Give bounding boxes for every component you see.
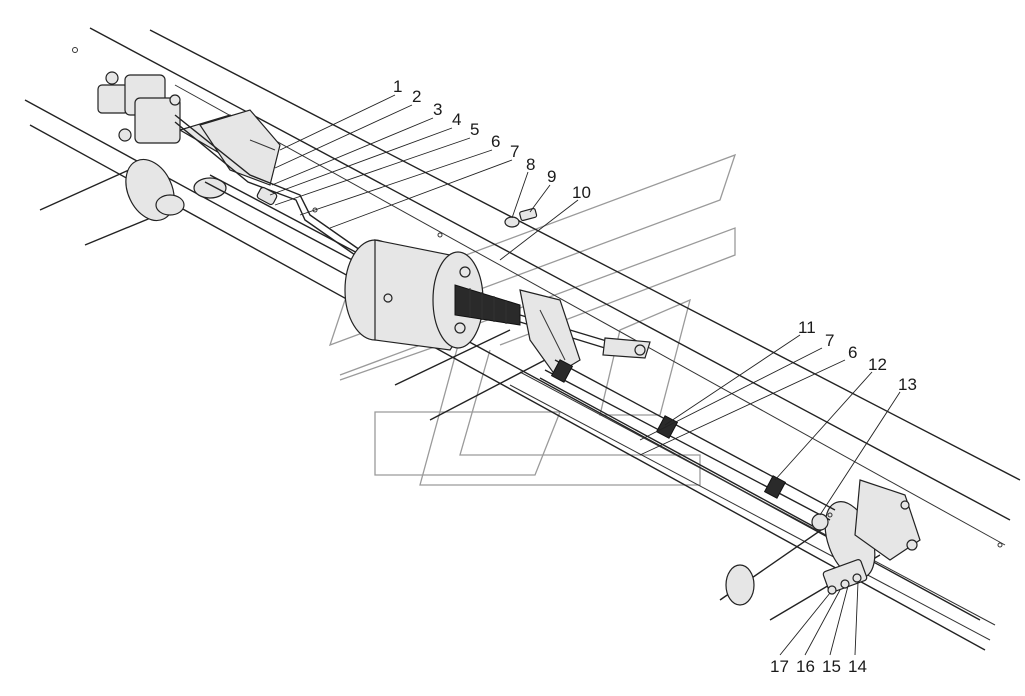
callout-13: 13 xyxy=(898,375,917,394)
brake-line xyxy=(174,114,381,273)
callout-11: 11 xyxy=(798,318,816,337)
callout-9: 9 xyxy=(547,167,556,186)
brake-valve-assembly xyxy=(97,71,181,144)
callout-16: 16 xyxy=(796,657,815,676)
callout-7: 7 xyxy=(510,142,519,161)
callout-4: 4 xyxy=(452,110,461,129)
callout-5: 5 xyxy=(470,120,479,139)
leader-lines xyxy=(269,94,901,656)
callout-labels: 1 2 3 4 5 6 7 8 9 10 11 7 6 12 13 17 16 … xyxy=(393,77,917,676)
callout-14: 14 xyxy=(848,657,867,676)
callout-10: 10 xyxy=(572,183,591,202)
rear-bracket xyxy=(854,479,921,561)
frame-rail-lower xyxy=(24,99,996,651)
callout-17: 17 xyxy=(770,657,789,676)
callout-15: 15 xyxy=(822,657,841,676)
boot-bellows xyxy=(454,284,521,326)
axle-clamp xyxy=(822,559,868,595)
brake-hose xyxy=(539,359,836,531)
callout-7b: 7 xyxy=(825,331,834,350)
callout-8: 8 xyxy=(526,155,535,174)
rail-holes xyxy=(72,47,1003,548)
middle-bracket xyxy=(519,289,581,376)
callout-1: 1 xyxy=(393,77,402,96)
callout-6b: 6 xyxy=(848,343,857,362)
brake-chamber xyxy=(344,239,484,351)
bolt-washer xyxy=(504,207,538,228)
callout-3: 3 xyxy=(433,100,442,119)
callout-12: 12 xyxy=(868,355,887,374)
callout-2: 2 xyxy=(412,87,421,106)
frame-rail-upper xyxy=(89,27,1021,546)
callout-6: 6 xyxy=(491,132,500,151)
